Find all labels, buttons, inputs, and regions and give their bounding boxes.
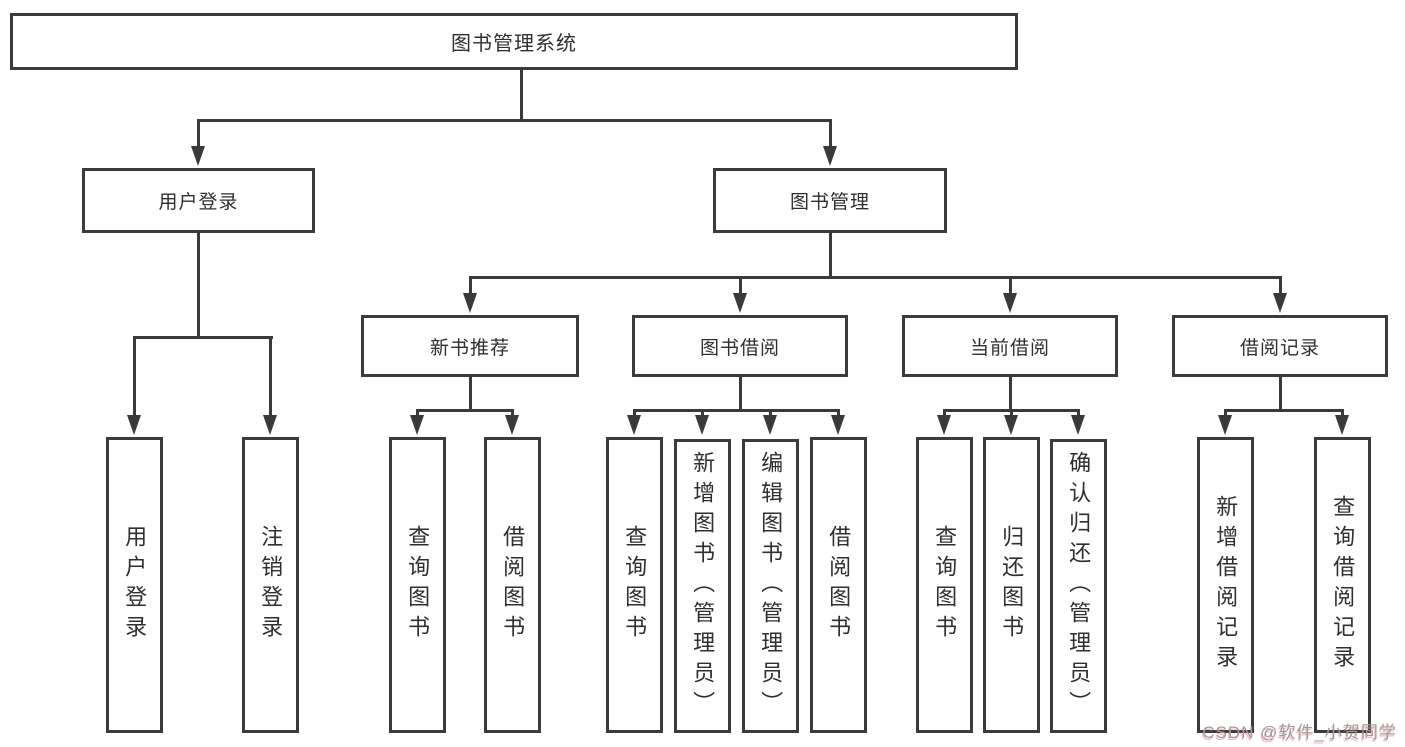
arrow-stem bbox=[837, 409, 840, 417]
arrow-stem bbox=[829, 119, 832, 148]
arrow-head bbox=[937, 415, 951, 435]
arrow-stem bbox=[416, 409, 419, 417]
node-label: 用户登录 bbox=[122, 525, 148, 645]
watermark: CSDN @软件_小贺同学 bbox=[1202, 723, 1397, 742]
connector-line-v bbox=[739, 377, 742, 409]
arrow-head bbox=[763, 415, 777, 435]
node-label: 归还图书 bbox=[999, 525, 1025, 645]
node-label: 图书管理系统 bbox=[451, 33, 577, 55]
node-label: 图书借阅 bbox=[699, 337, 780, 359]
arrow-stem bbox=[1009, 276, 1012, 295]
node-bb-query-book: 查询图书 bbox=[606, 437, 663, 733]
node-user-login: 用户登录 bbox=[82, 168, 315, 233]
node-nb-query-book: 查询图书 bbox=[389, 437, 446, 733]
arrow-stem bbox=[269, 336, 272, 417]
arrow-stem bbox=[469, 276, 472, 295]
connector-line-v bbox=[469, 377, 472, 409]
node-cb-query-book: 查询图书 bbox=[916, 437, 973, 733]
arrow-head bbox=[831, 415, 845, 435]
arrow-head bbox=[463, 293, 477, 313]
arrow-stem bbox=[1077, 409, 1080, 417]
arrow-stem bbox=[943, 409, 946, 417]
node-current-borrow: 当前借阅 bbox=[902, 315, 1118, 377]
node-bb-add-book-admin: 新增图书（管理员） bbox=[674, 439, 731, 733]
connector-line-h bbox=[1225, 409, 1344, 412]
arrow-head bbox=[823, 146, 837, 166]
arrow-stem bbox=[1341, 409, 1344, 417]
arrow-head bbox=[505, 415, 519, 435]
node-label: 查询图书 bbox=[622, 525, 648, 645]
arrow-stem bbox=[701, 409, 704, 417]
arrow-head bbox=[695, 415, 709, 435]
node-label: 新增借阅记录 bbox=[1213, 495, 1239, 675]
arrow-head bbox=[191, 146, 205, 166]
connector-line-v bbox=[829, 233, 832, 276]
node-borrow-records: 借阅记录 bbox=[1172, 315, 1388, 377]
connector-line-v bbox=[197, 233, 200, 336]
node-bb-edit-book-admin: 编辑图书（管理员） bbox=[742, 439, 799, 733]
arrow-head bbox=[1004, 415, 1018, 435]
arrow-head bbox=[263, 415, 277, 435]
node-logout-action: 注销登录 bbox=[242, 437, 299, 733]
node-label: 编辑图书（管理员） bbox=[758, 451, 784, 721]
arrow-stem bbox=[1279, 276, 1282, 295]
node-label: 查询图书 bbox=[405, 525, 431, 645]
connector-line-v bbox=[1279, 377, 1282, 409]
node-label: 新书推荐 bbox=[429, 337, 510, 359]
connector-line-h bbox=[134, 336, 273, 339]
arrow-head bbox=[1003, 293, 1017, 313]
arrow-head bbox=[733, 293, 747, 313]
node-library-system: 图书管理系统 bbox=[10, 13, 1018, 70]
arrow-stem bbox=[1010, 409, 1013, 417]
connector-line-v bbox=[1009, 377, 1012, 409]
node-user-login-action: 用户登录 bbox=[106, 437, 163, 733]
connector-line-h bbox=[469, 276, 1282, 279]
node-label: 图书管理 bbox=[789, 192, 870, 213]
node-label: 新增图书（管理员） bbox=[690, 451, 716, 721]
node-label: 注销登录 bbox=[258, 525, 284, 645]
arrow-stem bbox=[133, 336, 136, 417]
node-br-add-record: 新增借阅记录 bbox=[1197, 437, 1254, 733]
node-label: 确认归还（管理员） bbox=[1066, 451, 1092, 721]
arrow-stem bbox=[769, 409, 772, 417]
arrow-stem bbox=[1224, 409, 1227, 417]
node-br-query-record: 查询借阅记录 bbox=[1314, 437, 1371, 733]
connector-line-h bbox=[634, 409, 840, 412]
connector-line-v bbox=[520, 70, 523, 119]
node-nb-borrow-book: 借阅图书 bbox=[484, 437, 541, 733]
node-label: 借阅图书 bbox=[500, 525, 526, 645]
arrow-stem bbox=[633, 409, 636, 417]
arrow-head bbox=[410, 415, 424, 435]
node-label: 查询图书 bbox=[932, 525, 958, 645]
connector-line-h bbox=[197, 119, 832, 122]
arrow-head bbox=[1273, 293, 1287, 313]
node-label: 查询借阅记录 bbox=[1330, 495, 1356, 675]
arrow-stem bbox=[197, 119, 200, 148]
node-cb-return-book: 归还图书 bbox=[983, 437, 1040, 733]
node-book-borrow: 图书借阅 bbox=[632, 315, 848, 377]
connector-line-h bbox=[417, 409, 514, 412]
arrow-stem bbox=[511, 409, 514, 417]
node-label: 当前借阅 bbox=[969, 337, 1050, 359]
arrow-head bbox=[627, 415, 641, 435]
node-label: 借阅记录 bbox=[1239, 337, 1320, 359]
arrow-head bbox=[1218, 415, 1232, 435]
arrow-head bbox=[1335, 415, 1349, 435]
arrow-stem bbox=[739, 276, 742, 295]
node-cb-confirm-return-admin: 确认归还（管理员） bbox=[1050, 439, 1107, 733]
node-label: 用户登录 bbox=[158, 192, 239, 213]
node-label: 借阅图书 bbox=[826, 525, 852, 645]
node-new-book-recommend: 新书推荐 bbox=[361, 315, 579, 377]
node-bb-borrow-book: 借阅图书 bbox=[810, 437, 867, 733]
arrow-head bbox=[127, 415, 141, 435]
arrow-head bbox=[1071, 415, 1085, 435]
node-book-management: 图书管理 bbox=[713, 168, 947, 233]
